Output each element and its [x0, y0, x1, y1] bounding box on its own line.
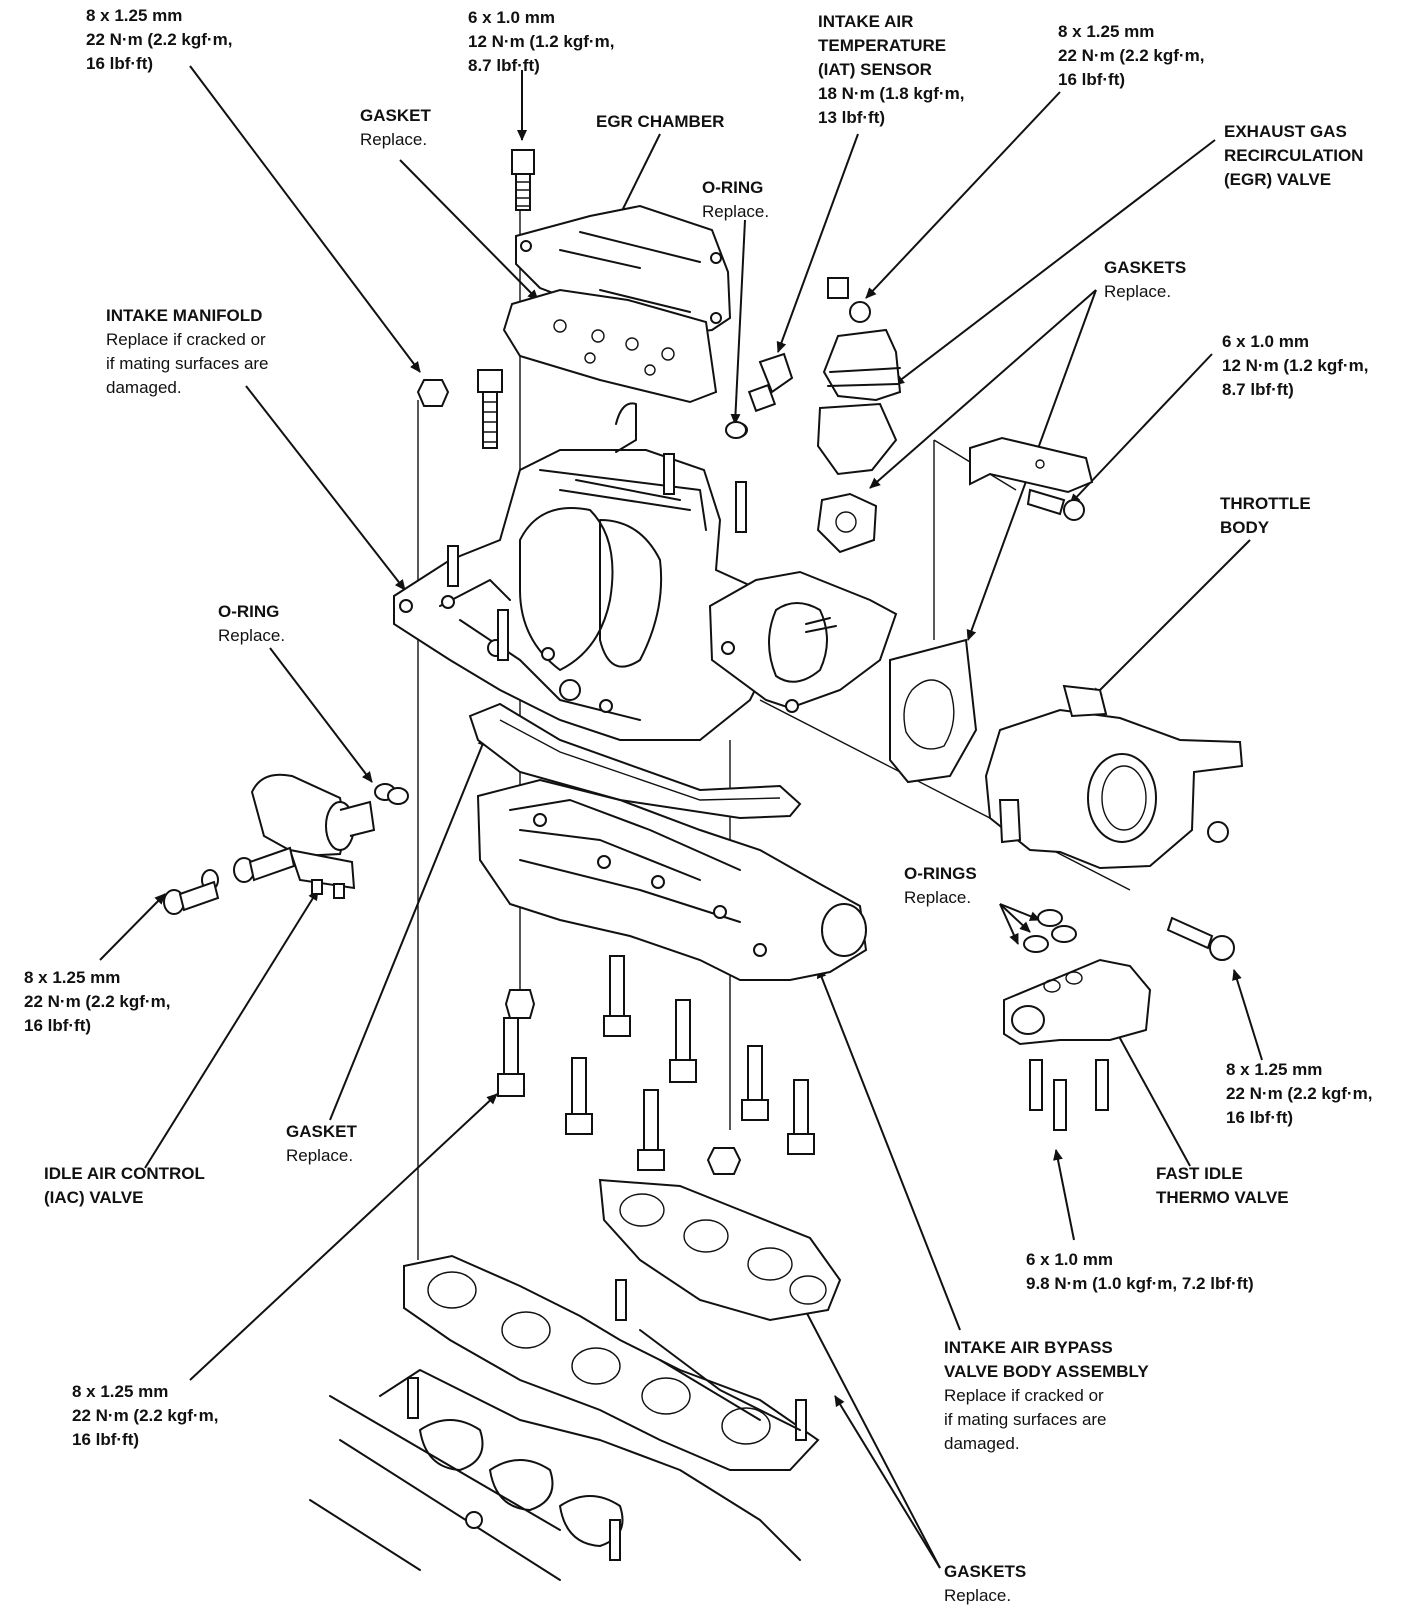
iat-sensor-label: INTAKE AIR TEMPERATURE (IAT) SENSOR 18 N…	[818, 12, 965, 127]
manifold-gasket	[468, 702, 802, 820]
throttle-body	[984, 684, 1244, 870]
bolt-5	[669, 999, 697, 1083]
manifold-bolt	[477, 369, 503, 449]
long-bolt-right	[1166, 916, 1235, 961]
cylinder-head	[309, 1279, 807, 1581]
gasket-lower-label: GASKET Replace.	[286, 1122, 357, 1165]
gaskets-bottom-label: GASKETS Replace.	[944, 1562, 1027, 1605]
bolt-8	[787, 1079, 815, 1155]
iac-valve-label: IDLE AIR CONTROL (IAC) VALVE	[44, 1164, 205, 1207]
intake-manifold-label: INTAKE MANIFOLD Replace if cracked or if…	[106, 306, 269, 397]
bolt-spec-top-left: 8 x 1.25 mm 22 N·m (2.2 kgf·m, 16 lbf·ft…	[86, 6, 233, 73]
o-ring-top-label: O-RING Replace.	[702, 178, 770, 221]
intake-manifold	[393, 402, 782, 741]
bolt-2	[497, 1017, 525, 1097]
throttle-gasket	[889, 638, 978, 784]
o-rings-right-label: O-RINGS Replace.	[904, 864, 977, 907]
iac-bolt-spacers	[163, 846, 296, 915]
throttle-adapter	[708, 570, 898, 713]
fast-idle-thermo-valve	[1003, 958, 1152, 1131]
bolt-spec-iac: 8 x 1.25 mm 22 N·m (2.2 kgf·m, 16 lbf·ft…	[24, 968, 171, 1035]
o-ring-top	[725, 421, 747, 439]
iac-valve	[250, 773, 376, 899]
egr-chamber-bolt	[511, 149, 535, 211]
egr-valve	[816, 277, 902, 554]
bypass-valve-body	[476, 778, 868, 981]
bolt-3	[603, 955, 631, 1037]
egr-valve-label: EXHAUST GAS RECIRCULATION (EGR) VALVE	[1224, 122, 1364, 189]
bolt-7	[741, 1045, 769, 1121]
gaskets-right-label: GASKETS Replace.	[1104, 258, 1187, 301]
egr-gasket	[502, 288, 718, 404]
fast-idle-thermo-valve-label: FAST IDLE THERMO VALVE	[1156, 1164, 1289, 1207]
o-ring-left-label: O-RING Replace.	[218, 602, 286, 645]
manifold-nut-top-left	[416, 379, 450, 407]
o-ring-left	[374, 783, 409, 805]
bracket	[969, 436, 1094, 494]
bolt-1	[504, 989, 536, 1019]
gasket-top-label: GASKET Replace.	[360, 106, 431, 149]
o-rings-right	[1023, 909, 1077, 953]
bolt-spec-fast-idle: 6 x 1.0 mm 9.8 N·m (1.0 kgf·m, 7.2 lbf·f…	[1026, 1250, 1254, 1293]
port-gasket-large	[403, 1254, 820, 1471]
port-gasket-small	[598, 1178, 842, 1322]
bolt-spec-right-lower: 8 x 1.25 mm 22 N·m (2.2 kgf·m, 16 lbf·ft…	[1226, 1060, 1373, 1127]
bypass-valve-label: INTAKE AIR BYPASS VALVE BODY ASSEMBLY Re…	[944, 1338, 1149, 1453]
throttle-body-label: THROTTLE BODY	[1220, 494, 1311, 537]
bolt-4	[565, 1057, 593, 1135]
egr-chamber-label: EGR CHAMBER	[596, 112, 725, 131]
bolt-spec-top-center: 6 x 1.0 mm 12 N·m (1.2 kgf·m, 8.7 lbf·ft…	[468, 8, 615, 75]
bolt-spec-top-right: 8 x 1.25 mm 22 N·m (2.2 kgf·m, 16 lbf·ft…	[1058, 22, 1205, 89]
bolt-spec-bottom-left: 8 x 1.25 mm 22 N·m (2.2 kgf·m, 16 lbf·ft…	[72, 1382, 219, 1449]
bolt-spec-right: 6 x 1.0 mm 12 N·m (1.2 kgf·m, 8.7 lbf·ft…	[1222, 332, 1369, 399]
bracket-bolt	[1026, 488, 1085, 521]
bolt-group-lower	[497, 955, 815, 1175]
egr-chamber	[515, 204, 732, 336]
bolt-6	[637, 1089, 665, 1171]
nut-9	[706, 1147, 742, 1175]
